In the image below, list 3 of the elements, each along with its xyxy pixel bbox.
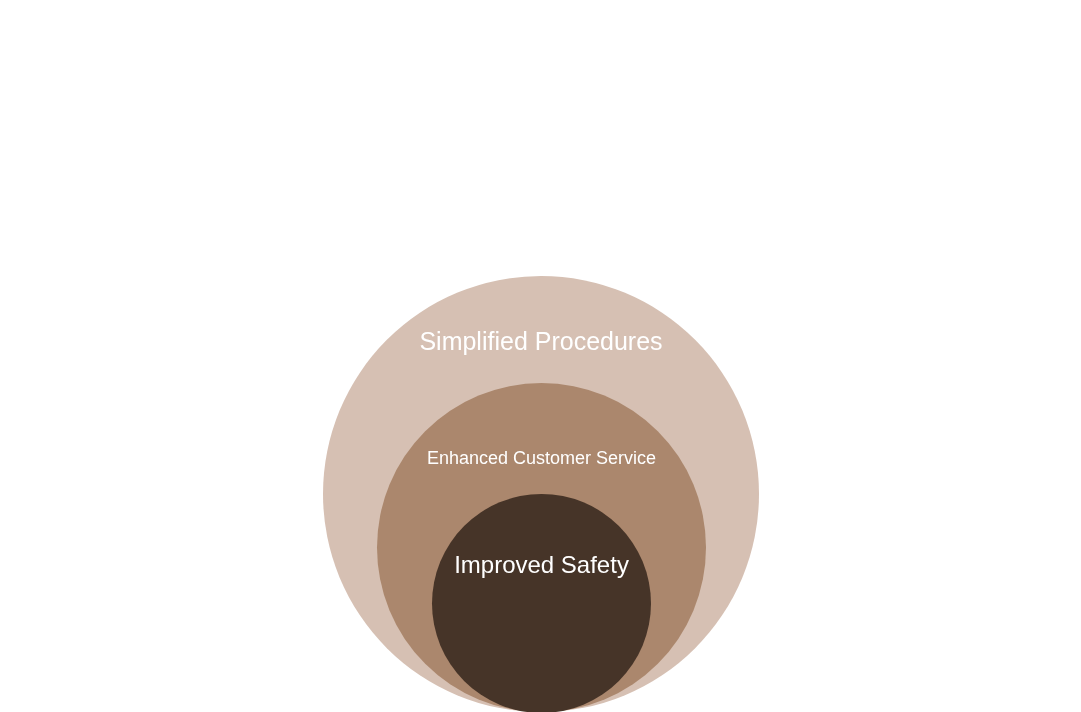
circle-label: Simplified Procedures xyxy=(419,326,663,356)
circle-label: Enhanced Customer Service xyxy=(426,448,657,470)
circle-label: Improved Safety xyxy=(454,550,629,580)
